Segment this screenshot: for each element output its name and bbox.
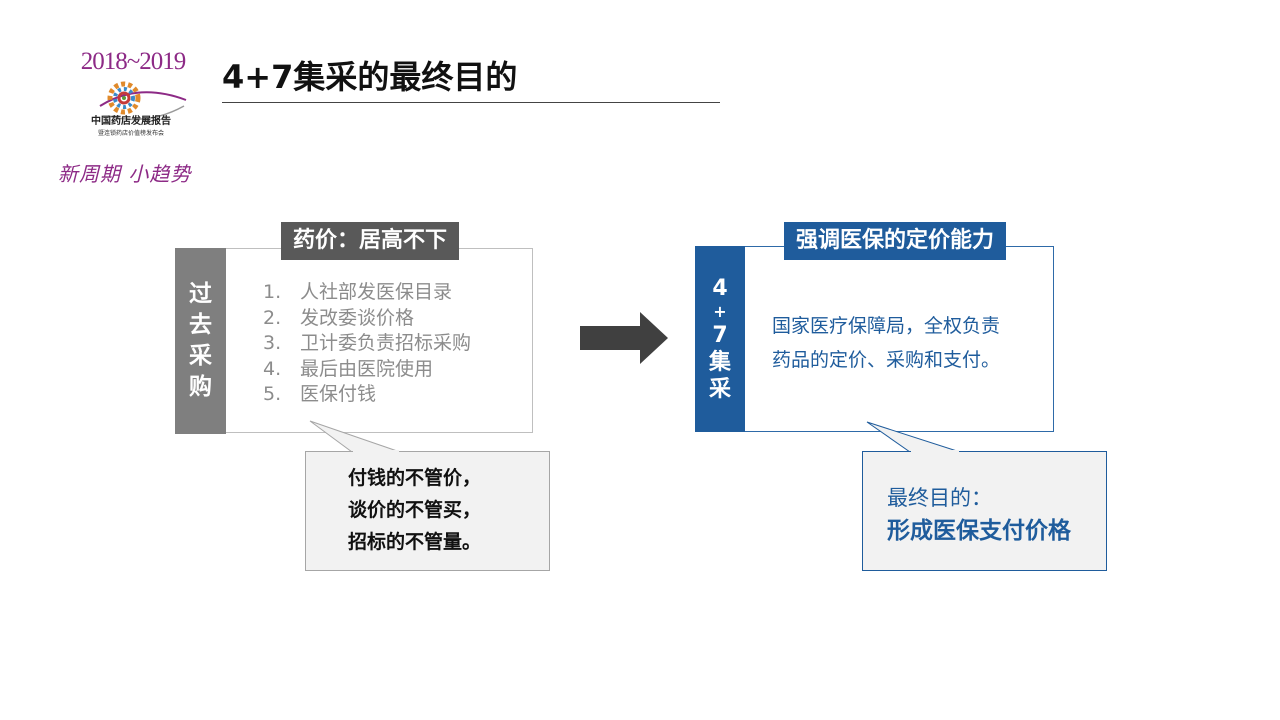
sidebar-char: 7 [712,323,728,348]
nhsa-description: 国家医疗保障局，全权负责药品的定价、采购和支付。 [772,309,1042,377]
callout-line: 付钱的不管价， [348,467,482,489]
step-number: 1. [263,281,282,303]
step-number: 4. [263,357,282,380]
body-line: 药品的定价、采购和支付。 [772,349,1001,371]
left-callout-text: 付钱的不管价， 谈价的不管买， 招标的不管量。 [348,462,548,558]
sidebar-char: 购 [189,374,212,400]
pricing-power-tag: 强调医保的定价能力 [784,222,1007,260]
right-callout-tail-cover [911,450,959,452]
step-text: 发改委谈价格 [300,306,415,329]
callout-line: 谈价的不管买， [348,499,482,521]
left-callout-box [305,451,550,571]
list-item: 4. 最后由医院使用 [263,357,471,383]
body-line: 国家医疗保障局，全权负责 [772,315,1001,337]
title-underline [222,102,720,103]
logo-slogan: 新周期 小趋势 [58,162,192,186]
right-arrow-icon [580,312,668,364]
logo-name: 中国药店发展报告 [91,116,171,127]
sidebar-char: + [713,302,727,321]
logo-emblem-icon [99,81,187,121]
logo-subtitle: 暨连锁药店价值榜发布会 [97,130,164,137]
sidebar-char: 采 [189,343,212,369]
list-item: 1. 人社部发医保目录 [263,280,471,306]
list-item: 5. 医保付钱 [263,382,471,408]
final-goal-value: 形成医保支付价格 [887,518,1071,544]
sidebar-char: 采 [708,377,731,402]
step-text: 卫计委负责招标采购 [300,332,472,354]
right-callout-box [862,451,1107,571]
final-goal-label: 最终目的： [887,486,992,510]
sidebar-char: 过 [189,281,212,307]
step-number: 5. [263,383,282,405]
step-text: 最后由医院使用 [300,357,434,380]
past-procurement-label: 过去采购 [189,279,212,403]
step-number: 3. [263,332,282,354]
sidebar-char: 去 [189,312,212,338]
callout-line: 招标的不管量。 [348,531,482,553]
past-procurement-sidebar: 过去采购 [175,248,226,434]
logo-years: 2018~2019 [80,48,187,75]
list-item: 3. 卫计委负责招标采购 [263,331,471,357]
past-procurement-panel [175,248,533,433]
step-text: 医保付钱 [300,383,377,405]
step-text: 人社部发医保目录 [300,281,453,303]
centralized-procurement-panel [695,246,1054,432]
sidebar-char: 集 [708,350,731,375]
event-logo: 2018~2019 中国药店发展报告 暨连锁药店价值榜发布会 新周期 小趋势 [58,48,212,198]
left-callout-tail-cover [353,450,399,452]
step-number: 2. [263,306,282,329]
page-title: 4+7集采的最终目的 [222,58,518,96]
drug-price-tag: 药价：居高不下 [281,222,460,260]
sidebar-char: 4 [712,276,728,301]
list-item: 2. 发改委谈价格 [263,306,471,332]
